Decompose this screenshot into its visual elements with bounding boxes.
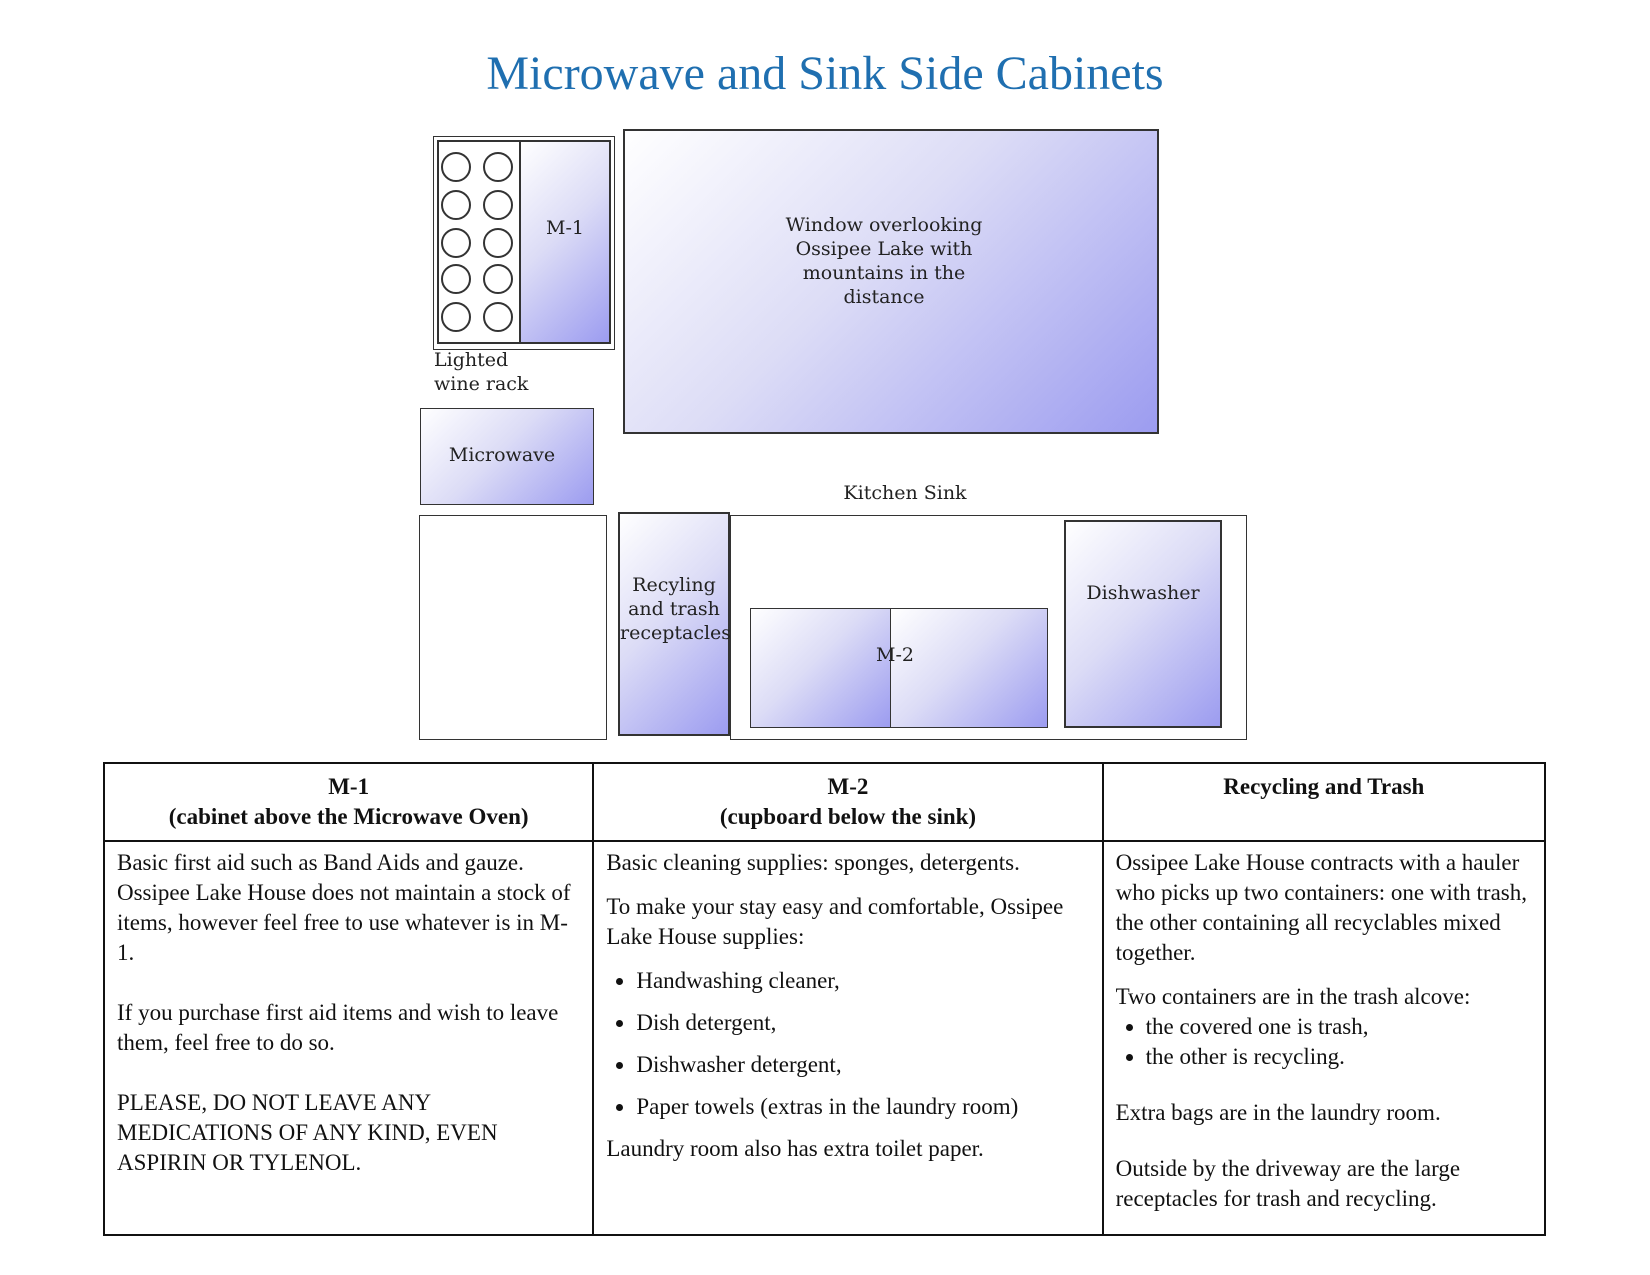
recycling-cabinet	[618, 512, 730, 736]
kitchen-sink-label: Kitchen Sink	[843, 482, 967, 504]
recycling-paragraph: Extra bags are in the laundry room.	[1115, 1100, 1441, 1125]
header-m2-title: M-2	[827, 774, 869, 799]
wine-bottle-icon	[441, 152, 471, 182]
m2-cupboard-right	[890, 608, 1048, 728]
list-item: Paper towels (extras in the laundry room…	[636, 1092, 1089, 1122]
m1-cell: Basic first aid such as Band Aids and ga…	[102, 840, 595, 1236]
recycling-cell: Ossipee Lake House contracts with a haul…	[1101, 840, 1547, 1236]
wine-bottle-icon	[483, 190, 513, 220]
wine-bottle-icon	[483, 228, 513, 258]
m1-label: M-1	[546, 217, 584, 239]
header-m1-title: M-1	[328, 774, 370, 799]
recycling-paragraph: Two containers are in the trash alcove:	[1115, 984, 1471, 1009]
m1-warning: PLEASE, DO NOT LEAVE ANY MEDICATIONS OF …	[117, 1090, 498, 1175]
dishwasher-label: Dishwasher	[1086, 582, 1200, 604]
wine-bottle-icon	[441, 264, 471, 294]
list-item: the other is recycling.	[1146, 1042, 1532, 1072]
wine-rack-label: Lighted wine rack	[434, 349, 529, 395]
m2-cupboard-left	[750, 608, 891, 728]
wine-bottle-icon	[483, 152, 513, 182]
list-item: Handwashing cleaner,	[636, 966, 1089, 996]
recycling-paragraph: Outside by the driveway are the large re…	[1115, 1156, 1461, 1211]
m1-cabinet-frame	[433, 136, 615, 350]
wine-bottle-icon	[441, 228, 471, 258]
wine-bottle-icon	[483, 264, 513, 294]
window	[623, 129, 1159, 434]
m2-label: M-2	[876, 644, 914, 666]
recycling-paragraph: Ossipee Lake House contracts with a haul…	[1115, 850, 1527, 965]
trash-containers-list: the covered one is trash, the other is r…	[1116, 1012, 1532, 1072]
header-m1-subtitle: (cabinet above the Microwave Oven)	[168, 804, 529, 829]
m2-paragraph: To make your stay easy and comfortable, …	[606, 894, 1064, 949]
header-m1: M-1 (cabinet above the Microwave Oven)	[102, 762, 595, 842]
m1-cabinet	[519, 140, 611, 344]
m2-paragraph: Laundry room also has extra toilet paper…	[606, 1136, 984, 1161]
m2-cell: Basic cleaning supplies: sponges, deterg…	[592, 840, 1104, 1236]
list-item: Dish detergent,	[636, 1008, 1089, 1038]
microwave-label: Microwave	[448, 444, 556, 466]
dishwasher	[1064, 520, 1222, 728]
list-item: Dishwasher detergent,	[636, 1050, 1089, 1080]
m1-paragraph: If you purchase first aid items and wish…	[117, 1000, 559, 1055]
lower-cabinet	[419, 515, 607, 740]
header-m2-subtitle: (cupboard below the sink)	[719, 804, 977, 829]
table-row: Basic first aid such as Band Aids and ga…	[102, 840, 1547, 1236]
header-m2: M-2 (cupboard below the sink)	[592, 762, 1104, 842]
microwave	[420, 408, 594, 505]
header-recycling: Recycling and Trash	[1101, 762, 1547, 842]
m2-paragraph: Basic cleaning supplies: sponges, deterg…	[606, 850, 1020, 875]
page-title: Microwave and Sink Side Cabinets	[486, 47, 1164, 100]
sink-base-cabinet	[730, 515, 1247, 740]
table-header-row: M-1 (cabinet above the Microwave Oven) M…	[102, 762, 1547, 842]
list-item: the covered one is trash,	[1146, 1012, 1532, 1042]
cabinet-contents-table: M-1 (cabinet above the Microwave Oven) M…	[102, 762, 1547, 1236]
m2-supplies-list: Handwashing cleaner, Dish detergent, Dis…	[606, 966, 1089, 1122]
m1-paragraph: Basic first aid such as Band Aids and ga…	[117, 850, 571, 965]
header-recycling-title: Recycling and Trash	[1223, 774, 1425, 799]
window-label: Window overlooking Ossipee Lake with mou…	[785, 214, 983, 308]
wine-bottle-icon	[441, 190, 471, 220]
wine-bottle-icon	[483, 302, 513, 332]
recycling-label: Recyling and trash receptacles	[620, 574, 732, 644]
wine-bottle-icon	[441, 302, 471, 332]
